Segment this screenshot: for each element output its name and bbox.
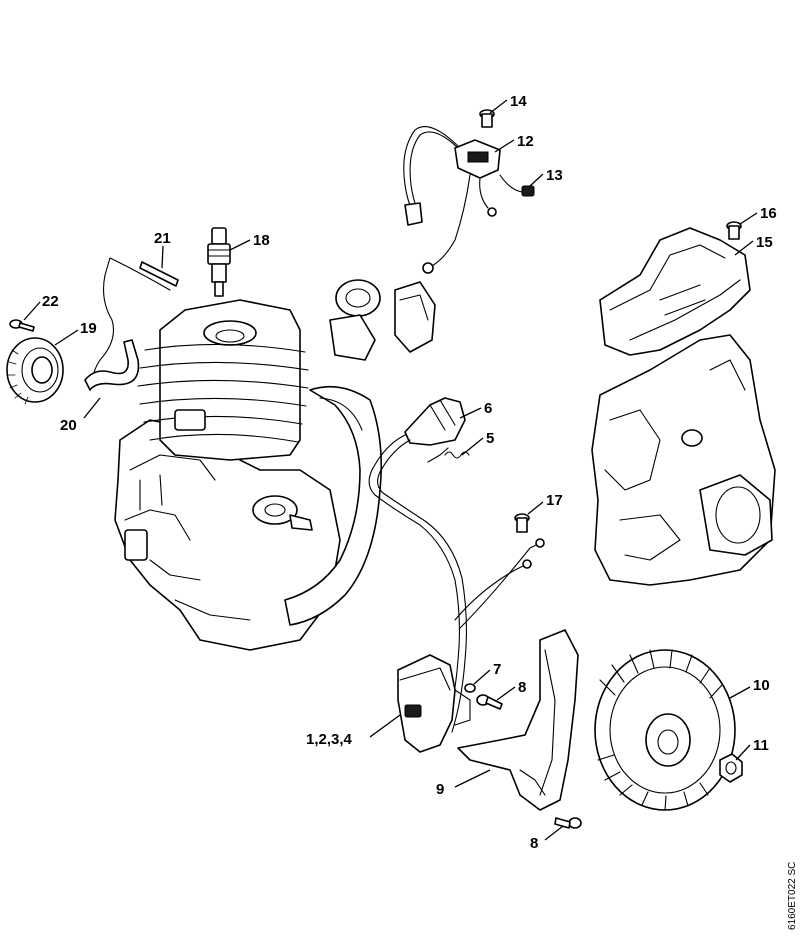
washer-7 [464, 683, 476, 693]
callout-12: 12 [517, 133, 534, 150]
callout-14: 14 [510, 93, 527, 110]
callout-5: 5 [486, 430, 494, 447]
callout-19: 19 [80, 320, 97, 337]
callout-10: 10 [753, 677, 770, 694]
drawing-code: 6160ET022 SC [787, 862, 798, 930]
callout-labels: 14 12 13 16 15 21 18 22 19 20 6 5 17 7 8… [42, 93, 777, 852]
shroud-cover [599, 227, 751, 356]
callout-7: 7 [493, 661, 501, 678]
callout-1-2-3-4: 1,2,3,4 [306, 731, 353, 748]
screw-16 [726, 221, 742, 240]
callout-11: 11 [753, 737, 769, 754]
callout-20: 20 [60, 417, 77, 434]
callout-18: 18 [253, 232, 270, 249]
ignition-module [397, 654, 471, 753]
control-components [329, 279, 436, 361]
callout-8-lower: 8 [530, 835, 538, 852]
callout-13: 13 [546, 167, 563, 184]
switch-harness [403, 126, 501, 274]
leader-lines [23, 99, 758, 841]
ground-wires [454, 538, 545, 629]
crankshaft [252, 495, 313, 531]
callout-8-upper: 8 [518, 679, 526, 696]
flywheel [594, 649, 736, 811]
screw-8-lower [554, 817, 582, 829]
callout-16: 16 [760, 205, 777, 222]
crankcase [114, 419, 341, 651]
cylinder [137, 299, 309, 461]
spark-plug [207, 227, 231, 297]
right-crankcase [591, 334, 776, 586]
callout-6: 6 [484, 400, 492, 417]
callout-9: 9 [436, 781, 444, 798]
spark-plug-boot [368, 397, 467, 733]
callout-17: 17 [546, 492, 563, 509]
shroud-bracket [457, 629, 579, 811]
oil-seal [6, 337, 64, 405]
pin-21 [139, 261, 179, 287]
callout-21: 21 [154, 230, 171, 247]
screw-17 [514, 513, 530, 533]
screw-22 [9, 319, 35, 332]
fan-housing [284, 385, 383, 626]
connector-13 [499, 174, 535, 197]
callout-22: 22 [42, 293, 59, 310]
screw-14 [479, 109, 495, 128]
impulse-hose [84, 339, 140, 391]
screw-8-upper [476, 694, 503, 710]
nut-11 [719, 753, 743, 783]
callout-15: 15 [756, 234, 773, 251]
